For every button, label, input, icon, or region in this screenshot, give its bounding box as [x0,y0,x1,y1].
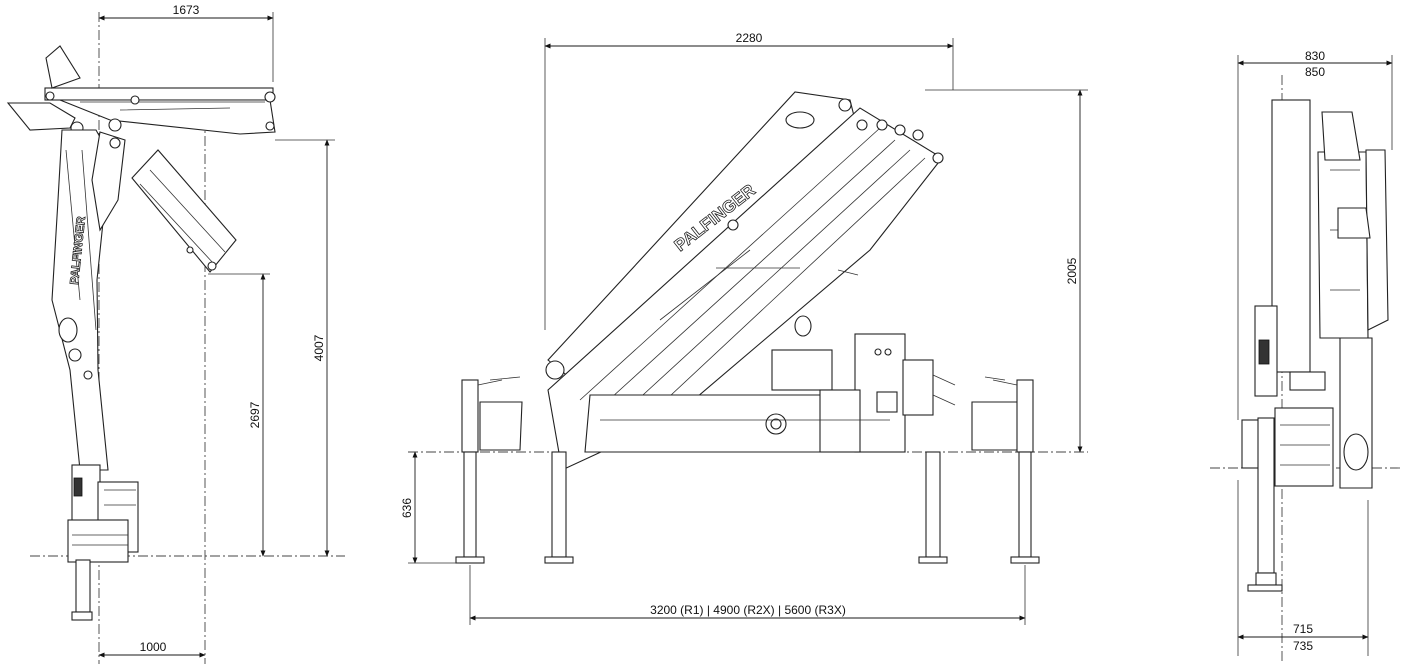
dim-front-height: 2005 [1065,257,1079,284]
dim-side-bottom-reach: 1000 [140,640,167,654]
outrigger-leg-right-inner [918,451,948,564]
front-view: PALFINGER [400,31,1088,625]
dim-side-total-height: 4007 [312,334,326,361]
dim-end-bottom-1: 715 [1293,622,1313,636]
dim-front-outrigger-spread: 3200 (R1) | 4900 (R2X) | 5600 (R3X) [650,603,846,617]
dim-side-hook-height: 2697 [248,401,262,428]
dim-front-below-base: 636 [400,498,414,518]
outrigger-leg-left-inner [544,451,574,564]
dim-side-top-reach: 1673 [173,3,200,17]
dim-end-top-1: 830 [1305,49,1325,63]
dim-end-bottom-2: 735 [1293,639,1313,653]
side-view: PALFINGER 1673 4007 2697 1000 [6,3,345,664]
dim-front-width: 2280 [736,31,763,45]
dim-end-top-2: 850 [1305,65,1325,79]
end-view: 830 850 715 735 [1210,49,1400,664]
outrigger-leg-left-outer [455,376,521,564]
outrigger-leg-right-outer [984,376,1040,564]
